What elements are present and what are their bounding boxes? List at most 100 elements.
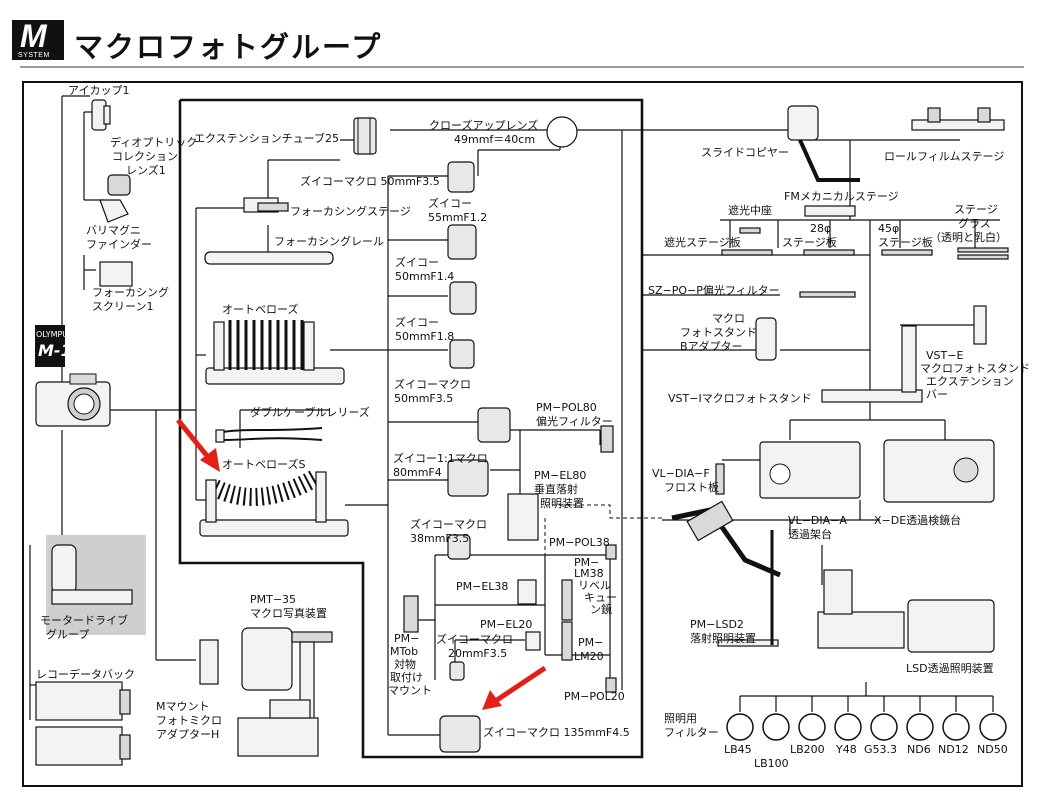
label-fm-mech-stage: FMメカニカルステージ (784, 190, 899, 203)
zuiko-20-lens (449, 661, 465, 681)
label-zuiko-20-2: 20mmF3.5 (448, 647, 508, 660)
shading-center-device (739, 227, 761, 234)
label-zuiko-38-1: ズイコーマクロ (410, 518, 487, 531)
shading-stage-plate (721, 249, 773, 256)
label-pm-lm38-2: LM38 (574, 567, 604, 580)
label-filter-nd50: ND50 (977, 743, 1008, 756)
filter-lb200-disc (798, 713, 826, 741)
label-pm-el80-2: 垂直落射 (534, 483, 578, 496)
label-pm-mtob-5: マウント (388, 684, 432, 697)
filter-discs (726, 713, 1007, 741)
camera-body-device (35, 373, 111, 427)
label-auto-bellows: オートベローズ (222, 303, 299, 316)
label-zuiko-50-18-1: ズイコー (395, 316, 439, 329)
zuiko-50-14-lens (449, 281, 477, 315)
stage-28-plate (803, 249, 855, 256)
red-arrow-zuiko-135 (482, 665, 547, 710)
macro-group-boundary (178, 98, 644, 759)
title-rule (20, 66, 1024, 68)
zuiko-38-lens (447, 534, 471, 560)
label-pm-el20: PM−EL20 (480, 618, 533, 631)
label-pm-pol80-2: 偏光フィルター (536, 415, 613, 428)
label-slide-copier: スライドコピヤー (701, 146, 789, 159)
label-vst-e-4: バー (926, 388, 948, 401)
connector-lines (29, 95, 1000, 736)
zuiko-80-lens (447, 459, 489, 497)
om1-badge (35, 325, 65, 367)
label-camera-badge-1: OLYMPUS (36, 330, 74, 339)
stage-glass-plate-2 (957, 254, 1009, 260)
vl-dia-a-device (759, 441, 861, 499)
m-mount-adapter-device (199, 639, 219, 685)
focusing-rail-device (204, 251, 334, 265)
label-zuiko-50-14-2: 50mmF1.4 (395, 270, 455, 283)
label-filters-title-2: フィルター (664, 726, 719, 739)
label-pm-pol20: PM−POL20 (564, 690, 625, 703)
logo-system-text: SYSTEM (18, 52, 50, 59)
label-vl-dia-f-1: VL−DIA−F (652, 467, 710, 480)
label-zuiko-50-14-1: ズイコー (395, 256, 439, 269)
auto-bellows-device (205, 320, 345, 385)
label-stage-45-2: ステージ板 (878, 236, 933, 249)
header: M SYSTEM マクロフォトグループ (0, 0, 1044, 70)
label-motor-drive-2: グループ (46, 628, 90, 641)
label-stage-28-1: 28φ (810, 222, 832, 235)
filter-g533-disc (870, 713, 898, 741)
label-filter-nd6: ND6 (907, 743, 931, 756)
label-zuiko-macro-50-2: 50mmF3.5 (394, 392, 454, 405)
label-varimagni-2: ファインダー (86, 238, 152, 251)
label-filter-lb45: LB45 (724, 743, 752, 756)
pm-lsd2-device (671, 500, 781, 647)
label-shading-stage: 遮光ステージ板 (664, 236, 741, 249)
label-vst-1: VST−Iマクロフォトスタンド (668, 392, 812, 405)
label-filters-title-1: 照明用 (664, 712, 697, 725)
label-zuiko-20-1: ズイコーマクロ (436, 633, 513, 646)
m-system-logo: M SYSTEM (12, 18, 64, 60)
label-zuiko-macro-50-1: ズイコーマクロ (394, 378, 471, 391)
label-pm-lsd2-1: PM−LSD2 (690, 618, 744, 631)
label-stage-glass-3: （透明と乳白） (930, 231, 1007, 244)
label-pm-lsd2-2: 落射照明装置 (690, 632, 756, 645)
recorder-back-device (35, 681, 131, 766)
label-zuiko-135: ズイコーマクロ 135mmF4.5 (483, 726, 630, 739)
label-pm-mtob-1: PM− (394, 632, 420, 645)
roll-film-stage-device (911, 107, 1005, 131)
pm-el80-device (507, 493, 539, 541)
label-extension-tube: エクステンションチューブ25 (194, 132, 340, 145)
filter-y48-disc (834, 713, 862, 741)
label-diopter-2: コレクション (112, 150, 178, 163)
label-filter-lb200: LB200 (790, 743, 825, 756)
label-zuiko-38-2: 38mmF3.5 (410, 532, 470, 545)
label-zuiko-80-2: 80mmF4 (393, 466, 442, 479)
label-zuiko-55-1: ズイコー (428, 197, 472, 210)
pm-pol38-device (605, 544, 617, 560)
fm-mech-stage-device (804, 205, 856, 217)
pm-el20-device (525, 631, 541, 651)
focusing-screen-device (99, 261, 133, 287)
zuiko-macro-50-top-lens (447, 161, 475, 193)
sz-po-p-filter-device (799, 291, 856, 298)
label-pm-mtob-2: MTob (390, 645, 419, 658)
label-macro-stand-b-3: Bアダプター (680, 340, 743, 353)
pmt35-device (237, 627, 333, 757)
label-stage-45-1: 45φ (878, 222, 900, 235)
label-pm-el80-1: PM−EL80 (534, 469, 587, 482)
label-vst-e-2: マクロフォトスタンド (920, 362, 1030, 375)
label-pmt35-1: PMT−35 (250, 593, 297, 606)
label-pm-lm20-1: PM− (578, 636, 604, 649)
label-auto-bellows-s: オートベローズS (222, 458, 306, 471)
label-motor-drive-1: モータードライブ (40, 614, 128, 627)
label-pm-el80-3: 照明装置 (540, 497, 584, 510)
zuiko-macro-50-lens (477, 407, 511, 443)
label-pm-el38: PM−EL38 (456, 580, 509, 593)
double-cable-release-device (215, 427, 323, 443)
vl-dia-f-frost-plate (715, 463, 725, 495)
pm-el38-device (517, 579, 537, 605)
closeup-lens-device (546, 116, 578, 148)
filter-nd50-disc (979, 713, 1007, 741)
label-closeup-1: クローズアップレンズ (429, 119, 539, 132)
filter-nd12-disc (942, 713, 970, 741)
label-m-mount-2: フォトミクロ (156, 714, 222, 727)
label-roll-film-stage: ロールフィルムステージ (884, 150, 1005, 163)
